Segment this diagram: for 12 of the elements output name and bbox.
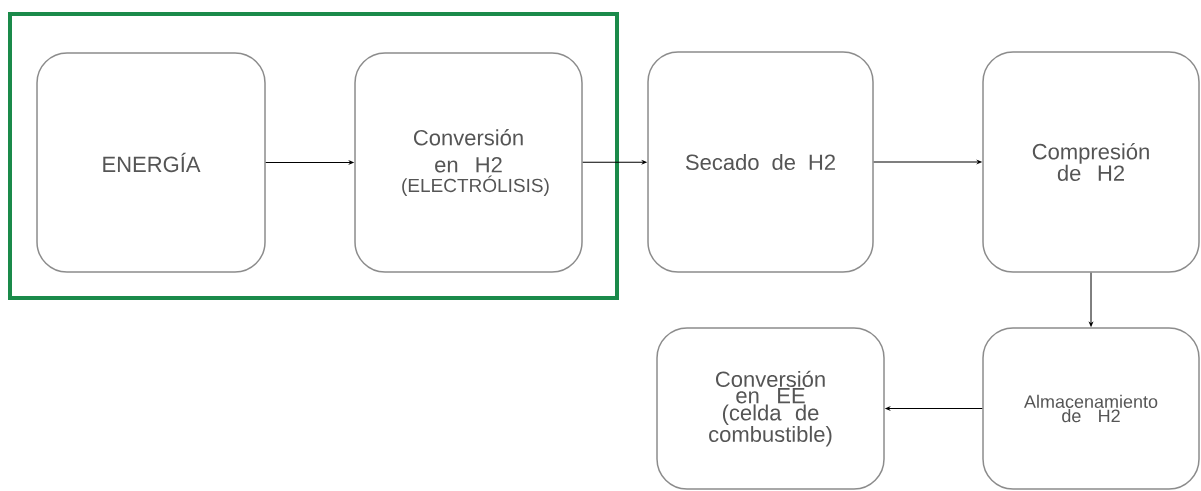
process-box: Compresión de H2	[982, 51, 1200, 273]
process-box: ENERGÍA	[36, 52, 266, 273]
process-box: Conversión en H2 (ELECTRÓLISIS)	[354, 52, 583, 273]
arrow	[873, 160, 982, 164]
arrow	[885, 406, 983, 411]
arrow	[582, 160, 647, 165]
group-frame	[8, 12, 619, 300]
process-box: Secado de H2	[647, 51, 874, 273]
process-box: Conversión en EE (celda de combustible)	[656, 327, 885, 490]
process-box: Almacenamiento de H2	[982, 327, 1200, 490]
arrow	[265, 160, 354, 165]
arrow	[1089, 272, 1093, 327]
